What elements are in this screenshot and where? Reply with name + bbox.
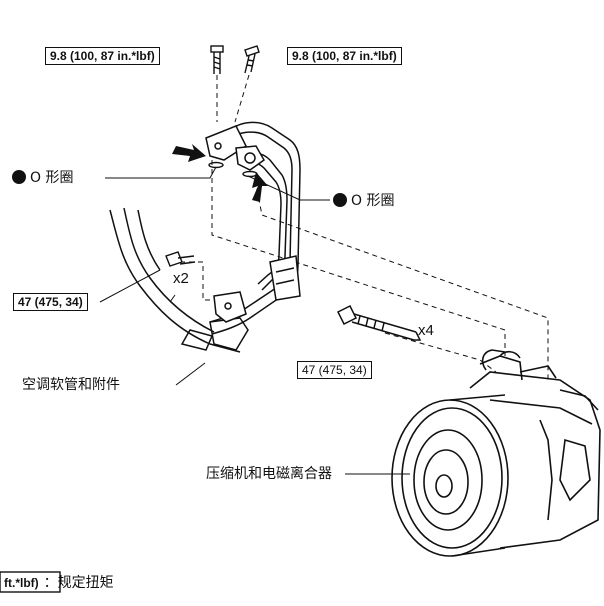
legend: ft.*lbf) ：规定扭矩	[0, 572, 114, 592]
legend-box-frame	[0, 571, 61, 593]
arrow-up-icon	[252, 172, 268, 202]
o-ring-right	[242, 170, 258, 178]
compressor-bolt-quantity: x4	[418, 322, 434, 339]
compressor-body	[469, 349, 601, 549]
compressor-bolt	[336, 304, 422, 341]
legend-box-text: ft.*lbf)	[4, 576, 39, 590]
leader-lines	[99, 166, 410, 475]
o-ring-dot-icon	[333, 193, 347, 207]
hose-pipes	[109, 121, 301, 353]
o-ring-label-left: O 形圈	[12, 169, 73, 187]
torque-box-compressor: 47 (475, 34)	[297, 361, 372, 379]
torque-box-top-right: 9.8 (100, 87 in.*lbf)	[287, 47, 402, 65]
top-bolt-right	[244, 45, 260, 74]
o-ring-label-right: O 形圈	[333, 192, 394, 210]
o-ring-dot-icon	[12, 170, 26, 184]
arrows	[172, 144, 268, 202]
hose-label: 空调软管和附件	[22, 377, 120, 393]
torque-box-top-left: 9.8 (100, 87 in.*lbf)	[45, 47, 160, 65]
top-bolt-left	[210, 45, 224, 74]
o-ring-label-left-text: O 形圈	[30, 170, 74, 186]
clutch-pulley	[391, 394, 509, 557]
bracket-bolt	[165, 251, 196, 267]
legend-suffix: ：规定扭矩	[43, 575, 114, 591]
bracket-quantity: x2	[173, 270, 189, 287]
block-fitting	[205, 125, 265, 171]
o-ring-label-right-text: O 形圈	[351, 193, 395, 209]
torque-box-bracket: 47 (475, 34)	[13, 293, 88, 311]
clamp-bracket	[213, 255, 301, 323]
arrow-right-icon	[172, 144, 206, 162]
compressor-label: 压缩机和电磁离合器	[206, 466, 332, 482]
dashed-guides	[180, 74, 549, 380]
o-ring-left	[208, 161, 224, 169]
